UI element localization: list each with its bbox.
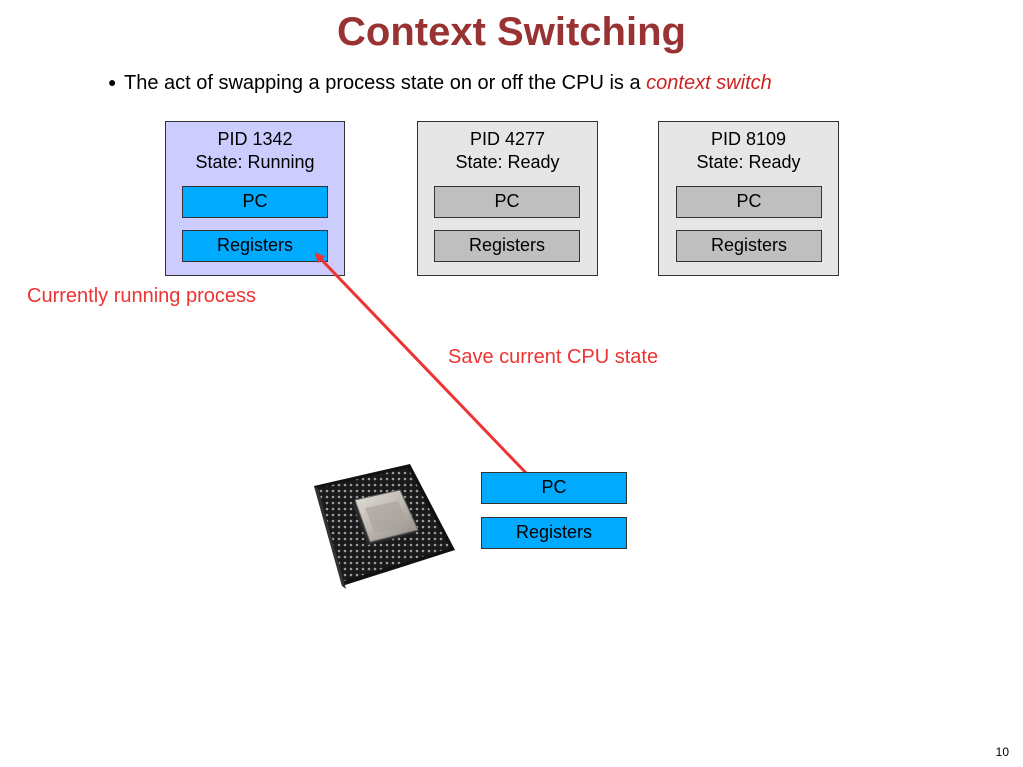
pcb-8109: PID 8109 State: Ready PC Registers <box>658 121 839 276</box>
cpu-registers: Registers <box>481 517 627 549</box>
pcb-pc-register: PC <box>676 186 822 218</box>
running-process-label: Currently running process <box>27 285 256 307</box>
slide-title: Context Switching <box>337 10 686 54</box>
save-state-label: Save current CPU state <box>448 346 659 368</box>
pcb-4277: PID 4277 State: Ready PC Registers <box>417 121 598 276</box>
pcb-registers: Registers <box>676 230 822 262</box>
pcb-header: PID 4277 State: Ready <box>418 128 597 174</box>
pcb-registers: Registers <box>182 230 328 262</box>
pcb-header: PID 8109 State: Ready <box>659 128 838 174</box>
pcb-state: State: Ready <box>455 152 560 172</box>
bullet-point: ● The act of swapping a process state on … <box>108 72 772 95</box>
bullet-emphasis: context switch <box>646 72 772 94</box>
pcb-state: State: Running <box>195 152 315 172</box>
bullet-dot-icon: ● <box>108 74 117 90</box>
pcb-state: State: Ready <box>696 152 801 172</box>
page-number: 10 <box>995 745 1009 759</box>
pcb-pc-register: PC <box>182 186 328 218</box>
pcb-header: PID 1342 State: Running <box>166 128 344 174</box>
cpu-pc-register: PC <box>481 472 627 504</box>
pcb-pc-register: PC <box>434 186 580 218</box>
pcb-pid: PID 4277 <box>469 129 546 149</box>
cpu-chip-icon <box>314 464 455 589</box>
pcb-registers: Registers <box>434 230 580 262</box>
pcb-1342: PID 1342 State: Running PC Registers <box>165 121 345 276</box>
pcb-pid: PID 1342 <box>217 129 293 149</box>
pcb-pid: PID 8109 <box>710 129 787 149</box>
bullet-text: The act of swapping a process state on o… <box>124 72 647 94</box>
